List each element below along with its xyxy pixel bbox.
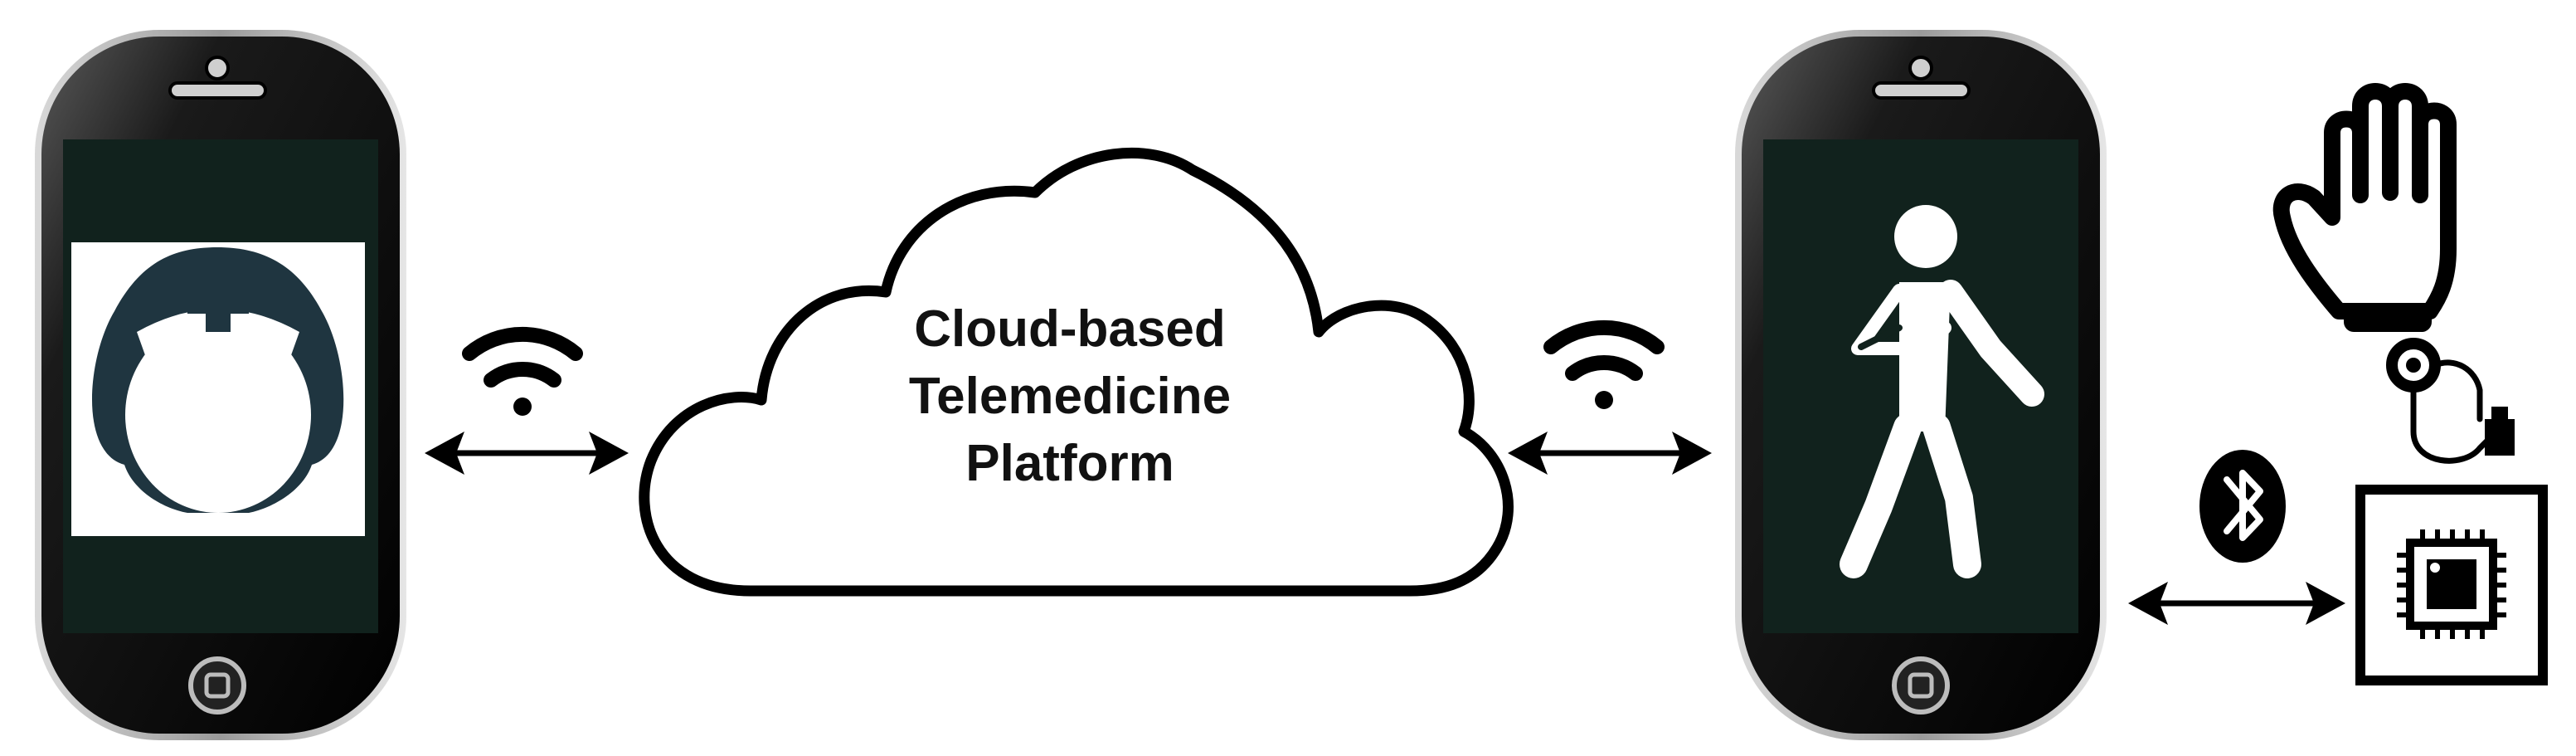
patient-phone [1735, 30, 2107, 740]
wifi-icon [1543, 319, 1665, 409]
nurse-icon [71, 242, 365, 536]
microcontroller-chip-icon [2355, 485, 2548, 685]
wifi-icon [462, 326, 583, 416]
left-double-arrow [425, 432, 629, 475]
bluetooth-double-arrow [2128, 582, 2345, 625]
injured-walking-person-icon [1840, 205, 2044, 578]
nurse-phone [35, 30, 406, 740]
camera-icon [205, 56, 230, 80]
right-double-arrow [1508, 432, 1712, 475]
home-button-icon [188, 656, 246, 715]
speaker-icon [1872, 81, 1971, 100]
home-button-icon [1892, 656, 1950, 715]
camera-icon [1908, 56, 1933, 80]
cloud-shape [639, 147, 1514, 597]
cloud-title-line-1: Cloud-based [914, 300, 1225, 358]
glove-sensor-icon [2272, 83, 2515, 464]
speaker-icon [168, 81, 267, 100]
cloud-title-line-2: Telemedicine [909, 368, 1231, 425]
cloud-title-line-3: Platform [965, 435, 1174, 492]
bluetooth-icon [2199, 450, 2286, 563]
